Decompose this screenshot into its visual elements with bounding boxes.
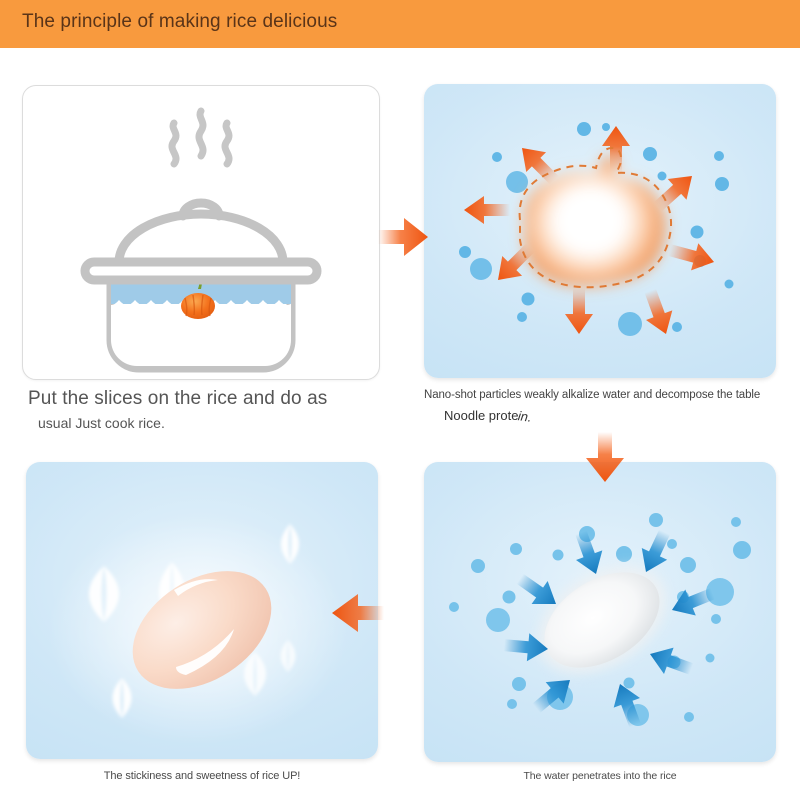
pumpkin-dashed-outline (518, 146, 672, 289)
arrow-in-top-left (575, 530, 603, 574)
water-penetration-panel (424, 462, 776, 762)
water-penetration-svg (449, 513, 751, 728)
rice-grain (538, 566, 666, 674)
page-title: The principle of making rice delicious (22, 11, 338, 32)
particle-dots (459, 122, 734, 336)
arrow-in-right-lower (650, 647, 694, 675)
glossy-rice-svg (48, 515, 348, 745)
glossy-rice-panel (26, 462, 378, 759)
caption-panel-3: The water penetrates into the rice (523, 770, 677, 782)
arrow-down-right (644, 288, 673, 334)
inward-arrows (503, 529, 716, 728)
pot-lid (114, 209, 288, 267)
pumpkin-slice-icon (181, 280, 215, 319)
caption-panel-2-line-1: Nano-shot particles weakly alkalize wate… (424, 389, 761, 401)
arrow-up-left (522, 148, 559, 185)
nano-particles-svg (459, 122, 734, 336)
arrow-panel2-to-panel3 (582, 432, 628, 484)
caption-panel-2-line-2-main: Noodle prote (444, 408, 519, 423)
arrow-up-right (653, 176, 692, 212)
arrow-in-bottom-left (532, 680, 570, 713)
caption-panel-1-line-1: Put the slices on the rice and do as (28, 388, 328, 409)
steam-icon (168, 107, 233, 168)
nano-particles-panel (424, 84, 776, 378)
page-header: The principle of making rice delicious (0, 0, 800, 48)
caption-panel-1-line-2: usual Just cook rice. (38, 415, 165, 431)
glossy-rice-grain (132, 571, 272, 689)
arrow-panel3-to-panel4 (330, 590, 384, 636)
pumpkin-glow-fill (523, 156, 666, 287)
caption-panel-2-line-2: Noodle protein. (444, 405, 794, 427)
arrow-down-left (498, 243, 535, 280)
arrow-in-left-upper (516, 573, 556, 604)
caption-panel-2: Nano-shot particles weakly alkalize wate… (424, 386, 794, 427)
rice-highlight-bottom (176, 629, 234, 675)
glowing-pumpkin (518, 146, 672, 289)
arrow-panel1-to-panel2 (378, 214, 430, 260)
caption-panel-4: The stickiness and sweetness of rice UP! (103, 770, 301, 782)
arrow-down (565, 288, 593, 334)
pot-contents (111, 278, 291, 366)
sparkles (89, 524, 299, 718)
caption-panel-2-line-2-tail: in. (517, 408, 533, 425)
rice-layer (111, 300, 291, 366)
arrow-left (464, 196, 510, 224)
arrow-right (668, 243, 714, 271)
pot-illustration (23, 86, 379, 379)
arrow-up (602, 126, 630, 172)
arrow-in-right (672, 587, 716, 616)
pot-svg (80, 107, 322, 373)
caption-panel-1: Put the slices on the rice and do as usu… (28, 386, 388, 434)
cooking-pot-panel (22, 85, 380, 380)
arrow-in-left-lower (503, 633, 548, 662)
rice-highlight-top (174, 579, 218, 596)
outward-arrows (464, 126, 714, 334)
pot-lid-handle (178, 198, 224, 221)
arrow-in-bottom-right (613, 684, 641, 728)
arrow-in-top-right (641, 529, 671, 572)
